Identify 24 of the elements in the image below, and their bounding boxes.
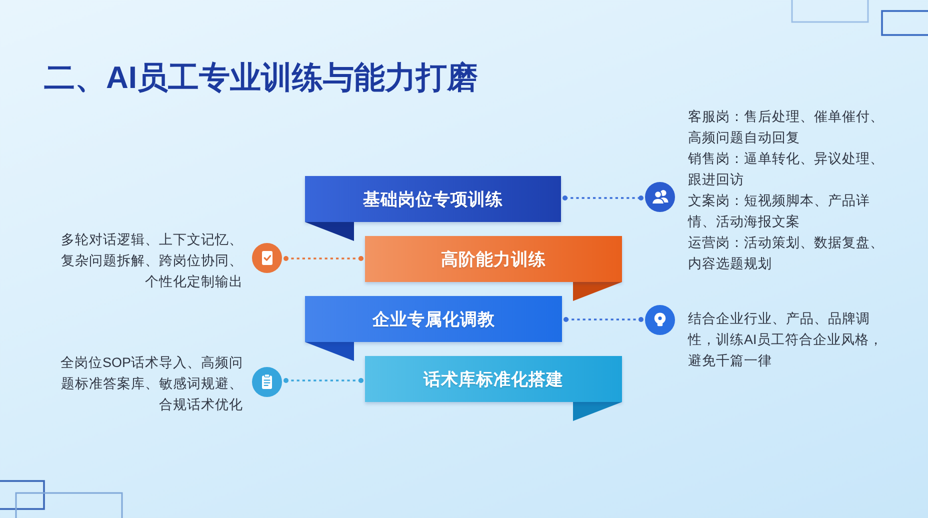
clipboard-icon: [252, 367, 282, 397]
page-title: 二、AI员工专业训练与能力打磨: [44, 59, 478, 97]
ribbon-banner: [365, 236, 622, 282]
banner-title: 高阶能力训练: [441, 248, 546, 270]
ribbon-banner: [365, 356, 622, 402]
dotted-connector: [562, 196, 644, 200]
description-text: 全岗位SOP话术导入、高频问题标准答案库、敏感词规避、合规话术优化: [60, 354, 243, 414]
description-text: 运营岗：活动策划、数据复盘、内容选题规划: [688, 234, 885, 273]
description-text: 销售岗：逼单转化、异议处理、跟进回访: [688, 150, 885, 189]
lightbulb-icon: [645, 305, 675, 335]
description-text: 多轮对话逻辑、上下文记忆、复杂问题拆解、跨岗位协同、个性化定制输出: [60, 231, 243, 291]
ribbon-banner: [305, 176, 561, 222]
dotted-connector: [564, 317, 644, 322]
banner-title: 基础岗位专项训练: [363, 188, 503, 210]
note-check-icon: [252, 243, 282, 273]
ribbon-banner: [305, 296, 562, 342]
description-text: 结合企业行业、产品、品牌调性，训练AI员工符合企业风格，避免千篇一律: [688, 310, 884, 370]
people-icon: [645, 182, 675, 212]
banner-title: 话术库标准化搭建: [424, 368, 564, 390]
banner-title: 企业专属化调教: [372, 308, 495, 330]
dotted-connector: [284, 378, 364, 383]
dotted-connector: [284, 256, 364, 261]
description-text: 文案岗：短视频脚本、产品详情、活动海报文案: [688, 192, 871, 231]
description-text: 客服岗：售后处理、催单催付、高频问题自动回复: [688, 108, 885, 147]
